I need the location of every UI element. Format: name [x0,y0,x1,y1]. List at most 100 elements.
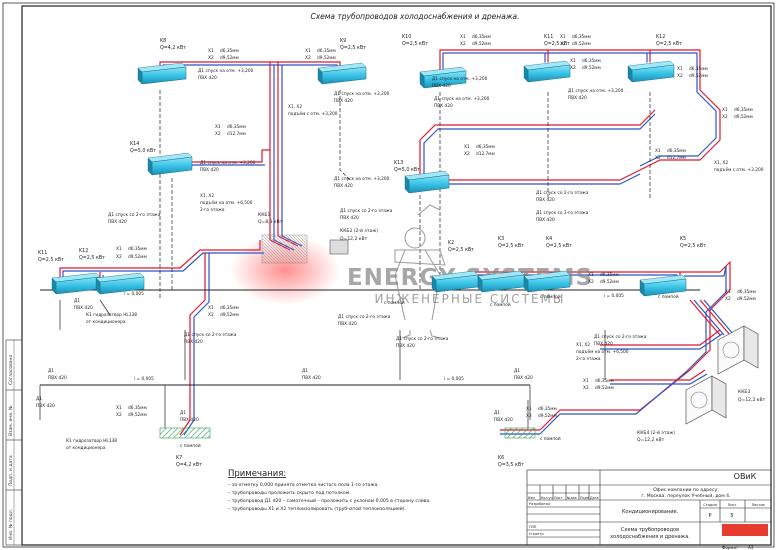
svg-text:ПВХ d20: ПВХ d20 [536,217,555,223]
svg-text:с помпой: с помпой [490,301,511,308]
svg-text:ПВХ d20: ПВХ d20 [184,339,203,345]
svg-text:d6,35мм: d6,35мм [737,289,756,295]
svg-text:от кондиционера: от кондиционера [86,320,126,325]
svg-text:X2: X2 [116,254,122,260]
svg-text:ПВХ d20: ПВХ d20 [494,417,513,423]
svg-text:d9,52мм: d9,52мм [128,254,147,260]
svg-text:d12,7мм: d12,7мм [476,151,495,157]
svg-text:d9,52мм: d9,52мм [472,41,491,47]
svg-text:ПВХ d20: ПВХ d20 [434,103,453,109]
receiver-k6 [504,427,536,439]
svg-text:Лист: Лист [554,496,562,500]
svg-text:Изм: Изм [528,496,535,500]
svg-text:Д1 спуск со 2-го этажа: Д1 спуск со 2-го этажа [536,210,589,216]
svg-text:Д1 спуск на отм. +3,200: Д1 спуск на отм. +3,200 [568,88,624,94]
svg-text:X1: X1 [725,289,731,295]
svg-text:ПВХ d20: ПВХ d20 [334,98,353,104]
svg-text:d6,35мм: d6,35мм [600,272,619,278]
svg-text:Д1: Д1 [74,298,80,304]
svg-text:Кол.уч: Кол.уч [541,496,552,500]
unit-name: K12 [79,248,88,254]
unit-name: K14 [130,141,139,147]
svg-text:ПВХ d20: ПВХ d20 [302,375,321,381]
unit-power: Q=5,0 кВт [130,148,156,154]
svg-text:ПВХ d20: ПВХ d20 [200,167,219,173]
drain-lines [39,90,700,428]
svg-text:d6,35мм: d6,35мм [220,305,239,311]
svg-text:X1: X1 [677,66,683,72]
svg-text:d6,35мм: d6,35мм [538,406,557,412]
svg-text:X1: X1 [464,144,470,150]
svg-text:d6,35мм: d6,35мм [128,405,147,411]
svg-text:X2: X2 [583,385,589,391]
unit-power: Q=5,0 кВт [394,167,420,173]
svg-text:Д1 спуск со 2-го этажа: Д1 спуск со 2-го этажа [338,314,391,320]
note-line: – трубопровод Д1 d20 – самотечный – прол… [228,497,431,504]
svg-text:г. Москва, переулок Учебный, д: г. Москва, переулок Учебный, дом 4. [641,492,730,499]
unit-name: K7 [176,455,182,461]
drawing-title: Схема трубопроводов холодоснабжения и др… [310,12,519,21]
svg-text:холодоснабжения и дренажа.: холодоснабжения и дренажа. [610,534,690,540]
svg-text:Д1 спуск на отм. +3,200: Д1 спуск на отм. +3,200 [432,76,488,82]
svg-text:Д1 спуск со 2-го этажа: Д1 спуск со 2-го этажа [184,332,237,338]
unit-name: K8 [160,38,166,44]
kkb4-name: ККБ4 (2-й этаж) [637,429,675,436]
kkb2-block: ККБ2 (2-й этаж) Q=12,2 кВт [329,227,378,255]
svg-text:d6,35мм: d6,35мм [667,148,686,154]
svg-text:Схема трубопроводов: Схема трубопроводов [621,527,679,533]
indoor-unit: K4Q=2,5 кВт [523,236,572,293]
svg-text:i = 0,005: i = 0,005 [124,291,144,297]
indoor-unit: K7Q=4,2 кВт [176,455,202,468]
unit-power: Q=2,5 кВт [680,243,706,249]
svg-text:d9,52мм: d9,52мм [317,55,336,61]
svg-text:X2: X2 [116,412,122,418]
svg-text:ПВХ d20: ПВХ d20 [338,321,357,327]
svg-text:i = 0,005: i = 0,005 [134,376,154,382]
svg-text:d9,52мм: d9,52мм [595,385,614,391]
svg-text:X1: X1 [116,246,122,252]
svg-text:Р: Р [708,513,711,519]
svg-text:X2: X2 [725,296,731,302]
kkb4-power: Q=12,2 кВт [637,437,665,443]
svg-text:ПВХ d20: ПВХ d20 [36,403,55,409]
unit-power: Q=3,5 кВт [498,462,524,468]
side-sogl: Согласовано [8,355,14,385]
receiver-k7 [159,427,211,439]
svg-text:ПВХ d20: ПВХ d20 [432,83,451,89]
svg-text:Д1 спуск на отм. +3,200: Д1 спуск на отм. +3,200 [334,91,390,97]
svg-text:ПВХ d20: ПВХ d20 [568,95,587,101]
svg-text:d12,7мм: d12,7мм [227,131,246,137]
svg-text:Стадия: Стадия [703,503,716,507]
svg-text:X1: X1 [116,405,122,411]
svg-text:X2: X2 [570,65,576,71]
svg-text:X2: X2 [215,131,221,137]
unit-name: K2 [448,240,454,246]
svg-text:№док: №док [567,496,577,500]
side-podp: Подп. и дата [8,455,14,486]
svg-text:ПВХ d20: ПВХ d20 [48,375,67,381]
unit-power: Q=2,5 кВт [79,255,105,261]
svg-text:ПВХ d20: ПВХ d20 [180,417,199,423]
svg-text:d6,35мм: d6,35мм [476,144,495,150]
svg-text:Подп: Подп [580,496,589,500]
svg-text:d6,35мм: d6,35мм [220,48,239,54]
svg-text:X2: X2 [526,413,532,419]
svg-text:Д1 спуск на отм. +3,200: Д1 спуск на отм. +3,200 [434,96,490,102]
svg-text:i = 0,005: i = 0,005 [444,376,464,382]
svg-text:d6,35мм: d6,35мм [734,107,753,113]
unit-name: K13 [394,160,403,166]
svg-text:d9,52мм: d9,52мм [220,55,239,61]
kkb2-power: Q=12,2 кВт [340,236,368,242]
svg-text:X2: X2 [560,41,566,47]
note-line: – трубопроводы проложить скрыто под пото… [228,490,351,496]
svg-text:d9,52мм: d9,52мм [689,73,708,79]
inner-frame [21,5,772,546]
svg-text:Лист: Лист [728,503,737,507]
indoor-unit: K5Q=2,5 кВт [639,236,706,297]
svg-text:X2: X2 [464,151,470,157]
svg-text:X1: X1 [305,48,311,54]
svg-text:d9,52мм: d9,52мм [538,413,557,419]
